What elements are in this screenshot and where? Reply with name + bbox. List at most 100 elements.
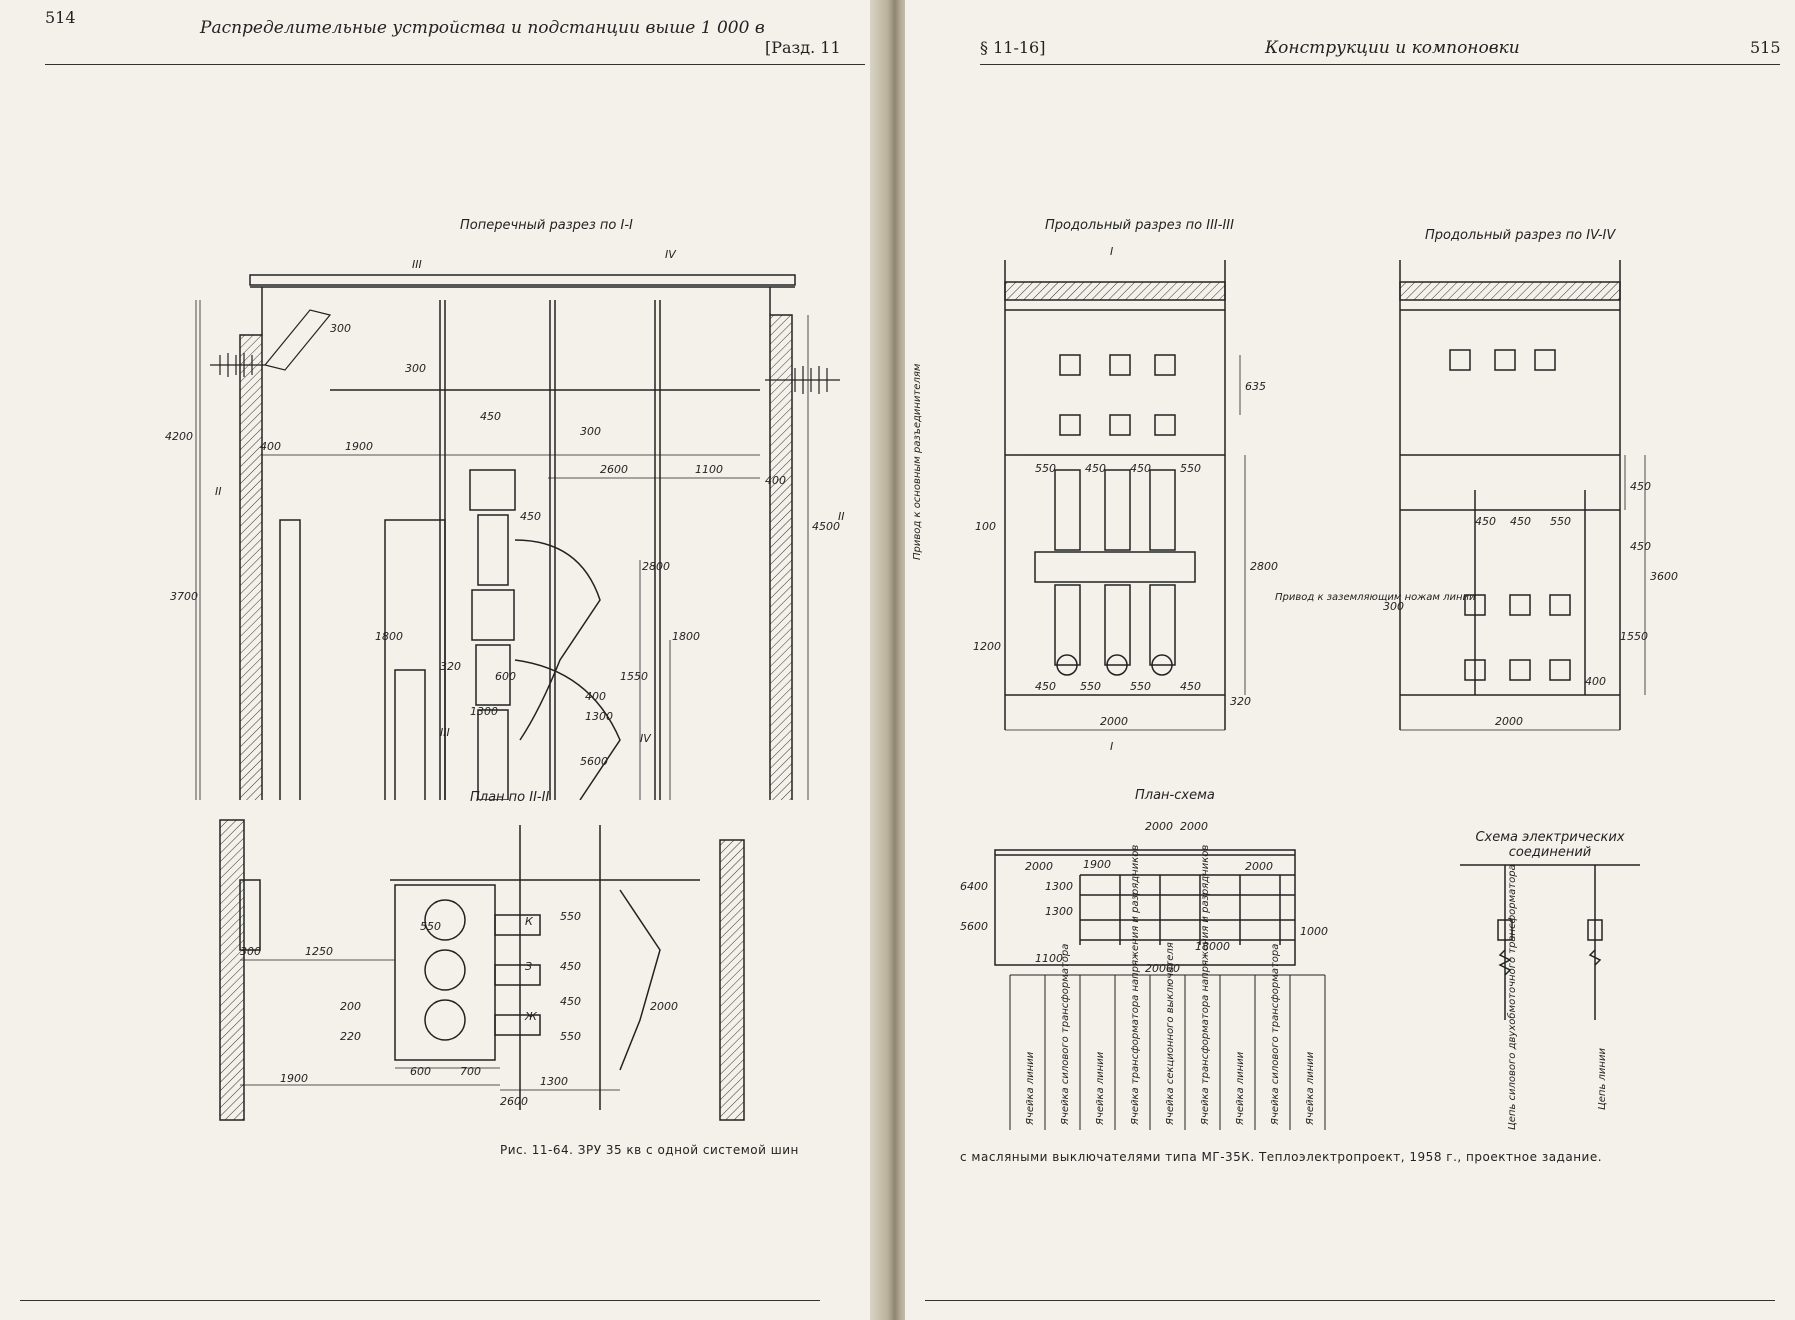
ps-dim-1900: 1900 — [1083, 858, 1111, 871]
plan-dim-550a: 550 — [560, 910, 581, 923]
sec-II-right: II — [838, 510, 845, 523]
IV-dim-300: 300 — [1383, 600, 1404, 613]
left-running-title: Распределительные устройства и подстанци… — [200, 18, 765, 38]
cell-2: Ячейка силового трансформатора — [1060, 944, 1071, 1126]
plan-dim-600: 600 — [410, 1065, 431, 1078]
plan-drawing: 300 1250 550 550 450 450 550 200 220 600… — [219, 819, 745, 1121]
dim-450b: 450 — [520, 510, 541, 523]
sec-III-bot: III — [440, 726, 450, 739]
dim-2800: 2800 — [642, 560, 670, 573]
cell-1: Ячейка линии — [1025, 1051, 1036, 1126]
dim-1900: 1900 — [345, 440, 373, 453]
III-dim-1200: 1200 — [973, 640, 1001, 653]
plan-dim-550c: 550 — [560, 1030, 581, 1043]
right-running-title: Конструкции и компоновки — [1265, 38, 1520, 58]
III-dim-100: 100 — [975, 520, 996, 533]
IV-dim-2000: 2000 — [1495, 715, 1523, 728]
III-dim-450a: 450 — [1085, 462, 1106, 475]
IV-dim-400: 400 — [1585, 675, 1606, 688]
dim-450a: 450 — [480, 410, 501, 423]
mark-I-top: I — [1110, 245, 1113, 258]
III-dim-550c: 550 — [1080, 680, 1101, 693]
plan-dim-550b: 550 — [420, 920, 441, 933]
IV-dim-450b: 450 — [1630, 540, 1651, 553]
dim-400a: 400 — [260, 440, 281, 453]
drive-main-label: Привод к основным разъединителям — [912, 363, 923, 560]
plan-dim-220: 220 — [340, 1030, 361, 1043]
III-dim-635: 635 — [1245, 380, 1266, 393]
left-page-number: 514 — [45, 8, 76, 27]
right-caption: с масляными выключателями типа МГ-35К. Т… — [960, 1150, 1603, 1164]
plan-dim-700: 700 — [460, 1065, 481, 1078]
plan-scheme-drawing: 2000 2000 2000 2000 6400 5600 1300 1300 … — [960, 820, 1640, 1130]
plan-dim-1900: 1900 — [280, 1072, 308, 1085]
III-dim-2800: 2800 — [1250, 560, 1278, 573]
right-header-rule — [980, 64, 1780, 65]
circuit-transformer: Цепь силового двухобмоточного трансформа… — [1506, 864, 1518, 1130]
left-caption: Рис. 11-64. ЗРУ 35 кв с одной системой ш… — [500, 1143, 799, 1157]
left-section: [Разд. 11 — [765, 38, 841, 57]
dim-4200: 4200 — [165, 430, 193, 443]
mark-I-bot: I — [1110, 740, 1113, 753]
right-section: § 11-16] — [980, 38, 1046, 57]
III-dim-2000: 2000 — [1100, 715, 1128, 728]
drive-ground-label: Привод к заземляющим ножам линии — [1275, 592, 1476, 603]
long-III-title: Продольный разрез по III-III — [1045, 218, 1234, 233]
dim-1800a: 1800 — [375, 630, 403, 643]
plan-phase-z: З — [525, 960, 532, 973]
left-footer-rule — [20, 1300, 820, 1301]
ps-dim-6400: 6400 — [960, 880, 988, 893]
cell-8: Ячейка силового трансформатора — [1270, 944, 1281, 1126]
dim-5600: 5600 — [580, 755, 608, 768]
plan-dim-450a: 450 — [560, 960, 581, 973]
plan-dim-1300: 1300 — [540, 1075, 568, 1088]
cross-section-drawing: III IV 300 300 300 400 1900 2600 1100 40… — [165, 248, 845, 800]
dim-600: 600 — [495, 670, 516, 683]
III-dim-450d: 450 — [1180, 680, 1201, 693]
ps-dim-18000: 18000 — [1195, 940, 1230, 953]
III-dim-550d: 550 — [1130, 680, 1151, 693]
circuit-line: Цепь линии — [1597, 1048, 1608, 1110]
cross-section-title: Поперечный разрез по I-I — [460, 218, 633, 233]
dim-1300a: 1300 — [470, 705, 498, 718]
IV-dim-3600: 3600 — [1650, 570, 1678, 583]
sec-IV-top: IV — [665, 248, 677, 261]
dim-1100: 1100 — [695, 463, 723, 476]
ps-dim-2000a: 2000 — [1145, 820, 1173, 833]
plan-dim-300: 300 — [240, 945, 261, 958]
right-page-number: 515 — [1750, 38, 1781, 57]
ps-dim-2000d: 2000 — [1245, 860, 1273, 873]
dim-300c: 300 — [580, 425, 601, 438]
ps-dim-1300b: 1300 — [1045, 905, 1073, 918]
IV-dim-1550: 1550 — [1620, 630, 1648, 643]
dim-400c: 400 — [585, 690, 606, 703]
right-footer-rule — [925, 1300, 1775, 1301]
cell-3: Ячейка линии — [1095, 1051, 1106, 1126]
dim-1800b: 1800 — [672, 630, 700, 643]
III-dim-450c: 450 — [1035, 680, 1056, 693]
cell-4: Ячейка трансформатора напряжения и разря… — [1130, 845, 1141, 1126]
plan-dim-2000: 2000 — [650, 1000, 678, 1013]
IV-dim-450a: 450 — [1630, 480, 1651, 493]
dim-400b: 400 — [765, 474, 786, 487]
IV-dim-550: 550 — [1550, 515, 1571, 528]
sec-IV-bot: IV — [640, 732, 652, 745]
long-sections-drawing: I 635 550 450 450 550 100 2800 1200 320 … — [912, 245, 1678, 753]
ps-dim-20000: 20000 — [1145, 962, 1180, 975]
dim-300a: 300 — [330, 322, 351, 335]
left-page: 514 Распределительные устройства и подст… — [0, 0, 880, 1320]
left-header-rule — [45, 64, 865, 65]
dim-320: 320 — [440, 660, 461, 673]
IV-dim-450c: 450 — [1475, 515, 1496, 528]
ps-dim-1300a: 1300 — [1045, 880, 1073, 893]
III-dim-550b: 550 — [1180, 462, 1201, 475]
ps-dim-1000: 1000 — [1300, 925, 1328, 938]
cell-6: Ячейка трансформатора напряжения и разря… — [1200, 845, 1211, 1126]
cell-7: Ячейка линии — [1235, 1051, 1246, 1126]
cell-9: Ячейка линии — [1305, 1051, 1316, 1126]
ps-dim-1100: 1100 — [1035, 952, 1063, 965]
sec-III-top: III — [412, 258, 422, 271]
electric-scheme-title: Схема электрических соединений — [1475, 830, 1625, 860]
dim-2600: 2600 — [600, 463, 628, 476]
plan-dim-450b: 450 — [560, 995, 581, 1008]
